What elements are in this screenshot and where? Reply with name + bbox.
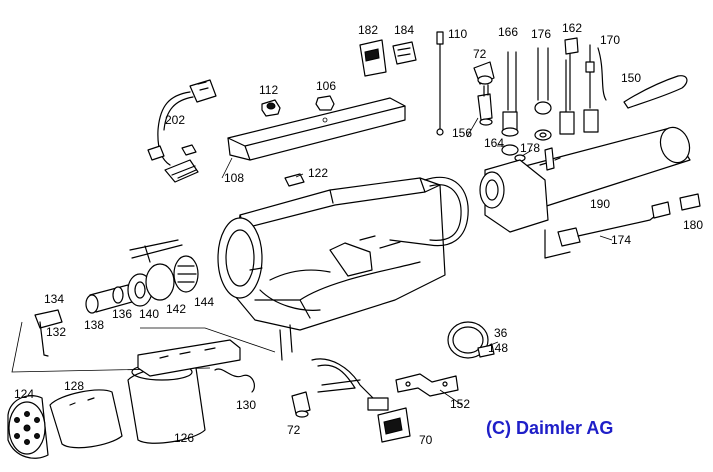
hose-clamp-36 <box>447 321 495 359</box>
end-cap-124 <box>7 395 49 459</box>
sensor-176 <box>534 47 552 141</box>
label-148: 148 <box>488 341 508 355</box>
label-36: 36 <box>494 326 508 340</box>
label-174: 174 <box>611 233 631 247</box>
label-142: 142 <box>166 302 186 316</box>
label-72-bottom: 72 <box>287 423 301 437</box>
label-164: 164 <box>484 136 504 150</box>
label-190: 190 <box>590 197 610 211</box>
sleeve-128 <box>49 389 123 449</box>
label-140: 140 <box>139 307 159 321</box>
heater-housing <box>217 177 446 361</box>
coolant-pipe <box>389 176 469 247</box>
label-138: 138 <box>84 318 104 332</box>
wiring-harness-202 <box>147 79 217 183</box>
label-202: 202 <box>165 113 185 127</box>
label-134: 134 <box>44 292 64 306</box>
label-178: 178 <box>520 141 540 155</box>
nozzle-holder-group <box>34 239 199 357</box>
label-182: 182 <box>358 23 378 37</box>
sensor-162 <box>559 37 579 135</box>
label-112: 112 <box>259 83 278 97</box>
label-162: 162 <box>562 21 582 35</box>
connector-72-top <box>473 61 495 85</box>
connector-72-bottom <box>291 391 311 418</box>
bracket-130 <box>137 339 255 393</box>
copyright-notice: (C) Daimler AG <box>486 418 613 438</box>
connector-180 <box>679 193 701 211</box>
sender-156 <box>477 84 493 126</box>
ring-164 <box>501 144 519 156</box>
label-122: 122 <box>308 166 328 180</box>
bracket-152 <box>395 373 459 397</box>
label-106: 106 <box>316 79 336 93</box>
label-176: 176 <box>531 27 551 41</box>
label-124: 124 <box>14 387 34 401</box>
relay-184 <box>392 41 417 65</box>
label-166: 166 <box>498 25 518 39</box>
label-150: 150 <box>621 71 641 85</box>
label-108: 108 <box>224 171 244 185</box>
gasket-122 <box>284 173 305 187</box>
cover-plate-108 <box>227 97 406 161</box>
label-136: 136 <box>112 307 132 321</box>
label-144: 144 <box>194 295 214 309</box>
label-126: 126 <box>174 431 194 445</box>
heat-exchanger-190 <box>479 126 691 259</box>
sensor-166 <box>501 51 519 137</box>
label-184: 184 <box>394 23 414 37</box>
sensor-cable-174 <box>557 201 671 247</box>
clamp-strap-150 <box>623 75 688 109</box>
label-180: 180 <box>683 218 703 232</box>
plug-106 <box>315 95 335 111</box>
label-132: 132 <box>46 325 66 339</box>
label-72-top: 72 <box>473 47 487 61</box>
label-130: 130 <box>236 398 256 412</box>
label-128: 128 <box>64 379 84 393</box>
label-110: 110 <box>448 27 467 41</box>
control-unit-70 <box>311 358 411 443</box>
plug-112 <box>261 99 281 117</box>
label-170: 170 <box>600 33 620 47</box>
leader-lines <box>221 117 613 406</box>
sensor-170 <box>583 44 607 133</box>
relay-182 <box>359 39 387 77</box>
label-70: 70 <box>419 433 433 447</box>
sensor-lead-110 <box>436 31 444 136</box>
